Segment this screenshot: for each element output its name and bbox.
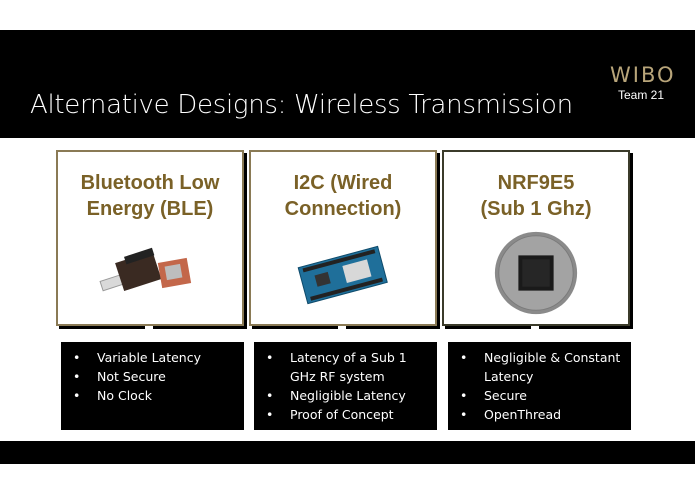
option-title: Bluetooth Low Energy (BLE) [58, 170, 242, 222]
ble-module-image [99, 247, 192, 292]
bullet-item: Not Secure [61, 367, 244, 386]
bullet-item: Negligible Latency [254, 386, 437, 405]
option-card-i2c: I2C (Wired Connection) [249, 150, 437, 326]
bullet-item: OpenThread [448, 405, 631, 424]
bullet-item: Proof of Concept [254, 405, 437, 424]
bullet-item: No Clock [61, 386, 244, 405]
option-card-nrf9e5: NRF9E5 (Sub 1 Ghz) [442, 150, 630, 326]
option-title-line: I2C (Wired [293, 172, 393, 194]
option-title-line: Connection) [284, 198, 402, 220]
team-label: Team 21 [618, 88, 665, 102]
option-title: I2C (Wired Connection) [251, 170, 435, 222]
bullet-item: Negligible & Constant Latency [448, 348, 631, 386]
option-details-i2c: Latency of a Sub 1 GHz RF system Negligi… [254, 342, 437, 430]
option-title-line: Energy (BLE) [86, 198, 214, 220]
option-details-nrf9e5: Negligible & Constant Latency Secure Ope… [448, 342, 631, 430]
nrf-chip-on-coin-image [494, 231, 578, 315]
slide-title: Alternative Designs: Wireless Transmissi… [30, 90, 573, 120]
team-logo: WIBO [610, 63, 676, 87]
footer-bar [0, 441, 695, 464]
option-title-line: (Sub 1 Ghz) [480, 198, 592, 220]
option-title: NRF9E5 (Sub 1 Ghz) [444, 170, 628, 222]
bullet-item: Variable Latency [61, 348, 244, 367]
option-title-line: NRF9E5 [497, 172, 575, 194]
option-details-ble: Variable Latency Not Secure No Clock [61, 342, 244, 430]
bullet-item: Secure [448, 386, 631, 405]
arduino-board-image [297, 245, 388, 305]
option-card-ble: Bluetooth Low Energy (BLE) [56, 150, 244, 326]
bullet-item: Latency of a Sub 1 GHz RF system [254, 348, 437, 386]
option-title-line: Bluetooth Low [80, 172, 220, 194]
header-bar [0, 30, 695, 138]
